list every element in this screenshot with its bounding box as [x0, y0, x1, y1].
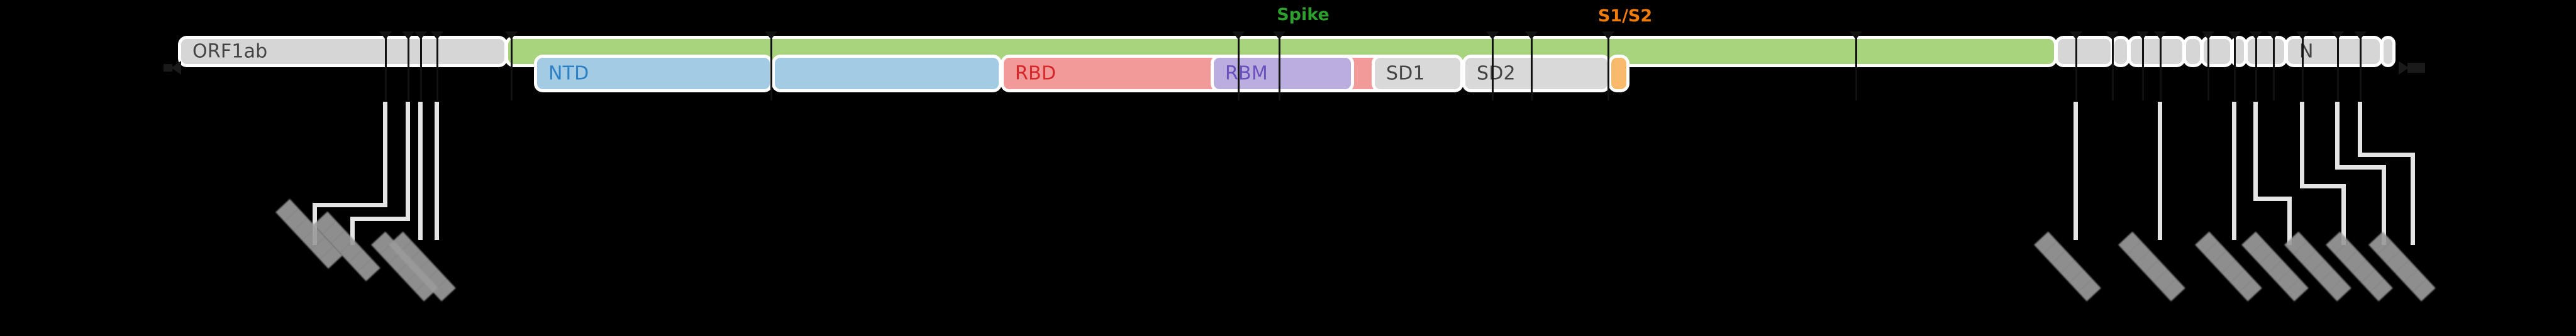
tick-mark[interactable] [2250, 31, 2262, 100]
callout-elbow [2357, 153, 2415, 157]
tick-mark[interactable] [402, 31, 414, 100]
gene-orf1ab[interactable]: ORF1ab [181, 39, 504, 64]
tick-mark[interactable] [2228, 31, 2241, 100]
gene-orf3a[interactable] [2058, 39, 2111, 64]
tick-mark[interactable] [1273, 31, 1285, 100]
mutation-label[interactable]: ██████ [2034, 232, 2101, 302]
annotation-spike: Spike [1277, 5, 1330, 24]
tick-mark[interactable] [1232, 31, 1245, 100]
callout-drop [312, 203, 317, 245]
tick-mark[interactable] [414, 31, 427, 100]
callout-elbow [2334, 165, 2386, 170]
tick-mark[interactable] [1602, 31, 1614, 100]
callout-drop [2287, 197, 2292, 245]
callout-stem [434, 102, 439, 240]
callout-drop [350, 217, 355, 245]
domain-ntd[interactable]: NTD [537, 58, 770, 89]
tick-mark[interactable] [1850, 31, 1862, 100]
tick-mark[interactable] [2154, 31, 2167, 100]
domain-s1s2[interactable] [1611, 58, 1626, 89]
callout-stem [382, 102, 387, 207]
gene-orf7b[interactable] [2234, 39, 2244, 64]
genome-start-marker [171, 61, 181, 75]
tick-mark[interactable] [2354, 31, 2367, 100]
gene-e[interactable] [2114, 39, 2127, 64]
domain-sd1[interactable]: SD1 [1375, 58, 1460, 89]
tick-mark[interactable] [1486, 31, 1499, 100]
callout-elbow [350, 217, 410, 221]
callout-stem [2157, 102, 2162, 240]
gene-m[interactable] [2131, 39, 2182, 64]
genome-start-marker-stem [164, 64, 172, 72]
callout-elbow [2299, 184, 2346, 188]
callout-stem [418, 102, 423, 240]
tick-mark[interactable] [2331, 31, 2344, 100]
genome-end-marker-stem [2407, 63, 2425, 73]
tick-mark[interactable] [2202, 31, 2214, 100]
gene-orf8[interactable] [2248, 39, 2284, 64]
domain-sd1-label: SD1 [1386, 62, 1425, 85]
domain-rbm[interactable]: RBM [1214, 58, 1351, 89]
callout-stem [2334, 102, 2340, 170]
callout-elbow [2253, 197, 2292, 201]
domain-sd2-label: SD2 [1477, 62, 1516, 85]
tick-mark[interactable] [1525, 31, 1538, 100]
gene-orf1ab-label: ORF1ab [192, 40, 268, 63]
domain-sd2[interactable]: SD2 [1465, 58, 1607, 89]
domain-ntd-label: NTD [548, 62, 589, 85]
tick-mark[interactable] [2267, 31, 2280, 100]
callout-elbow [312, 203, 387, 207]
gene-orf6[interactable] [2186, 39, 2200, 64]
annotation-s1s2: S1/S2 [1597, 6, 1653, 26]
callout-stem [2231, 102, 2236, 240]
tick-mark[interactable] [431, 31, 443, 100]
domain-mid[interactable] [775, 58, 999, 89]
tick-mark[interactable] [2296, 31, 2309, 100]
tick-mark[interactable] [2070, 31, 2082, 100]
tick-mark[interactable] [505, 31, 518, 100]
gene-orf10[interactable] [2384, 39, 2392, 64]
tick-mark[interactable] [2136, 31, 2149, 100]
tick-mark[interactable] [765, 31, 777, 100]
callout-stem [2357, 102, 2362, 157]
callout-drop [2341, 184, 2346, 245]
mutation-label[interactable]: ██████ [2118, 232, 2185, 302]
domain-rbm-label: RBM [1225, 62, 1268, 85]
callout-stem [2299, 102, 2304, 188]
callout-drop [2410, 153, 2415, 245]
callout-stem [405, 102, 410, 221]
tick-mark[interactable] [379, 31, 392, 100]
callout-stem [2253, 102, 2258, 201]
genome-end-marker [2399, 61, 2409, 75]
domain-rbd-label: RBD [1015, 62, 1057, 85]
callout-drop [2381, 165, 2386, 245]
tick-mark[interactable] [2106, 31, 2119, 100]
callout-stem [2073, 102, 2078, 240]
